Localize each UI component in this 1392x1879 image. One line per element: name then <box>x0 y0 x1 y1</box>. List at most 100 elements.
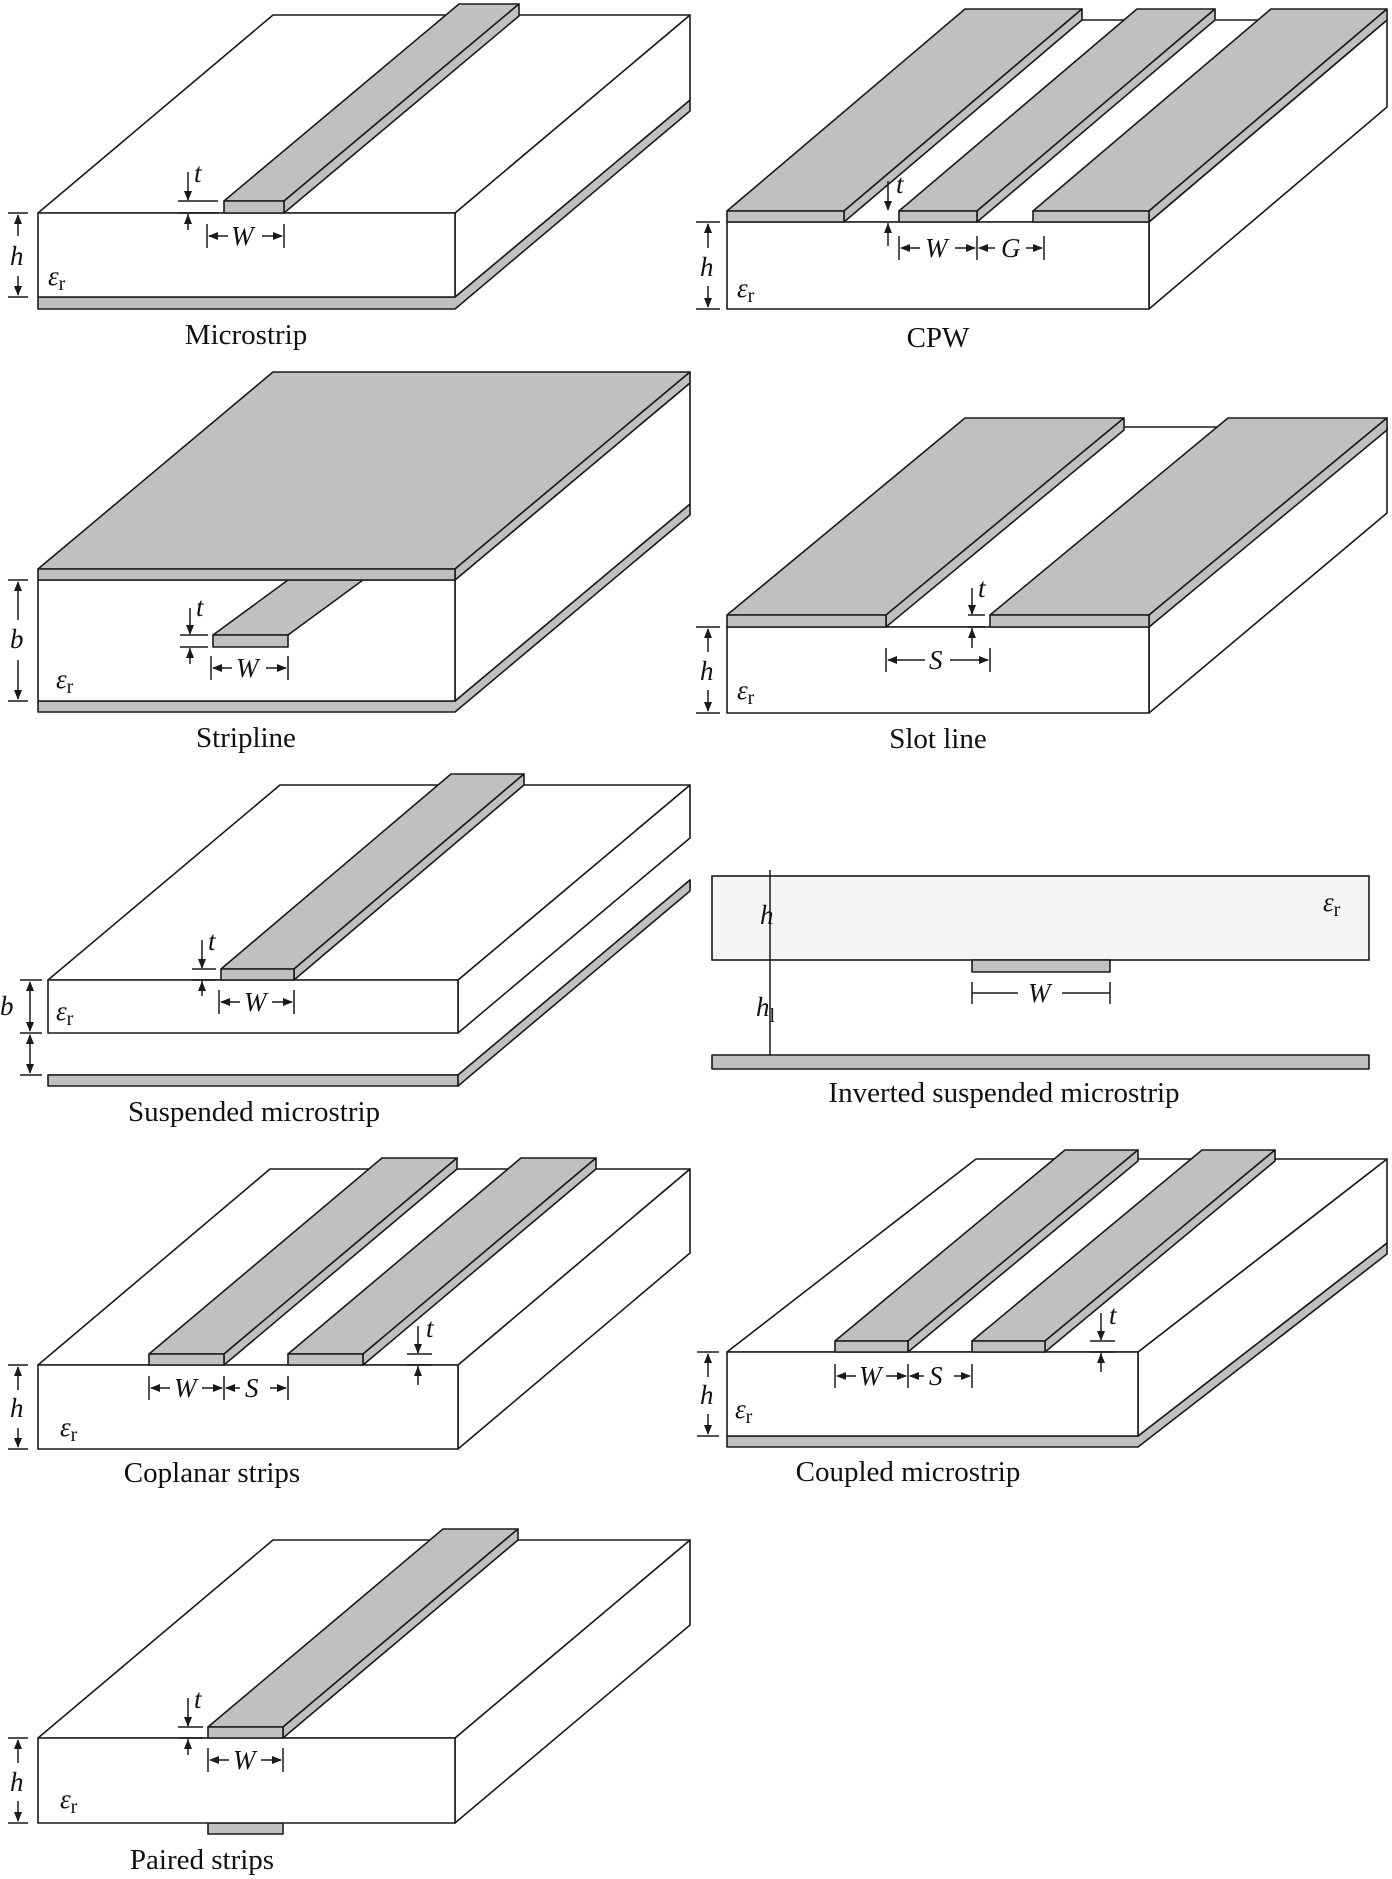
caption: Coplanar strips <box>124 1457 300 1489</box>
caption: Suspended microstrip <box>128 1096 380 1128</box>
caption: CPW <box>907 322 970 354</box>
label-epsilon: εr <box>1323 887 1341 921</box>
label-epsilon: εr <box>56 664 74 698</box>
label-w: W <box>236 653 261 683</box>
inner-strip-front <box>212 634 289 648</box>
left-ground <box>726 8 1083 223</box>
label-t: t <box>978 573 987 603</box>
strip-2 <box>287 1157 597 1366</box>
label-h: h <box>760 900 774 930</box>
label-epsilon: εr <box>56 996 74 1030</box>
label-w: W <box>174 1373 199 1403</box>
strip-2 <box>971 1149 1276 1353</box>
coupled-microstrip-panel: h t W S εr Coupled microstrip <box>697 1149 1388 1488</box>
substrate-front <box>726 1351 1139 1437</box>
label-w: W <box>925 233 950 263</box>
label-hl: hl <box>756 992 776 1027</box>
dimension-w: W <box>210 653 289 683</box>
dimension-h: h <box>8 1364 28 1450</box>
stripline-panel: b t W εr Stripline <box>8 371 691 754</box>
label-epsilon: εr <box>737 675 755 709</box>
label-t: t <box>426 1313 435 1343</box>
substrate <box>711 875 1370 961</box>
label-g: G <box>1001 233 1021 263</box>
dimension-h: h <box>697 1351 719 1437</box>
microstrip-panel: h t W εr Microstrip <box>8 3 691 351</box>
dimension-h: h <box>8 212 28 298</box>
label-t: t <box>896 169 905 199</box>
inverted-suspended-panel: h hl W εr Inverted suspended microstrip <box>711 870 1370 1109</box>
cpw-panel: h t W G εr CPW <box>696 8 1388 354</box>
label-h: h <box>700 252 714 282</box>
label-t: t <box>1109 1300 1118 1330</box>
dimension-h: h <box>696 626 720 714</box>
coplanar-strips-panel: h t W S εr Coplanar strips <box>8 1157 691 1489</box>
caption: Slot line <box>889 723 986 755</box>
label-w: W <box>231 221 256 251</box>
caption: Inverted suspended microstrip <box>828 1077 1179 1109</box>
label-b: b <box>10 624 24 654</box>
label-b: b <box>0 991 14 1021</box>
caption: Microstrip <box>185 319 307 351</box>
dimension-t: t <box>407 1313 435 1385</box>
strip-1 <box>834 1149 1139 1353</box>
label-s: S <box>929 645 943 675</box>
dimension-t: t <box>1090 1300 1118 1372</box>
label-t: t <box>196 592 205 622</box>
caption: Coupled microstrip <box>796 1456 1021 1488</box>
substrate-front <box>726 221 1150 310</box>
label-epsilon: εr <box>60 1412 78 1446</box>
right-ground <box>1032 8 1388 223</box>
dimension-s: S <box>909 1361 973 1391</box>
bottom-strip <box>207 1822 284 1835</box>
top-strip-front <box>207 1726 284 1739</box>
strip <box>971 959 1111 973</box>
dimension-w: W <box>148 1373 225 1403</box>
strip-front <box>220 968 295 981</box>
dimension-w: W <box>834 1361 909 1391</box>
dimension-g: G <box>978 233 1045 263</box>
label-h: h <box>10 241 24 271</box>
dimension-w: W <box>971 978 1111 1008</box>
center-strip <box>898 8 1216 223</box>
label-w: W <box>859 1361 884 1391</box>
ground-plane <box>711 1054 1370 1070</box>
label-epsilon: εr <box>735 1394 753 1428</box>
dimension-t: t <box>968 573 987 648</box>
strip-front <box>223 200 285 214</box>
dimension-h: h <box>8 1737 28 1824</box>
label-w: W <box>1028 978 1053 1008</box>
label-t: t <box>208 926 217 956</box>
dimension-w: W <box>206 221 285 251</box>
label-h: h <box>700 1380 714 1410</box>
dimension-h: h <box>696 221 720 310</box>
substrate-front <box>37 1737 456 1824</box>
label-h: h <box>10 1767 24 1797</box>
label-w: W <box>244 987 269 1017</box>
right-conductor <box>989 417 1388 628</box>
dimension-t: t <box>884 169 905 246</box>
top-ground-front <box>37 568 456 581</box>
paired-strips-panel: h t W εr Paired strips <box>8 1528 691 1876</box>
label-h: h <box>10 1393 24 1423</box>
ground-side <box>457 879 691 1087</box>
dimension-t: t <box>180 592 208 664</box>
label-t: t <box>194 158 203 188</box>
suspended-microstrip-panel: b t W εr Suspended microstrip <box>0 773 691 1128</box>
dimension-w: W <box>218 987 295 1017</box>
caption: Stripline <box>196 722 296 754</box>
left-conductor <box>726 417 1125 628</box>
label-h: h <box>700 656 714 686</box>
dimension-b: b <box>0 979 42 1076</box>
dimension-b: b <box>8 579 28 702</box>
slotline-panel: h t S εr Slot line <box>696 417 1388 755</box>
label-epsilon: εr <box>60 1784 78 1818</box>
substrate-front <box>726 626 1150 714</box>
dimension-s: S <box>885 645 991 675</box>
dimension-s: S <box>225 1373 289 1403</box>
ground-front <box>47 1074 459 1087</box>
strip-1 <box>148 1157 458 1366</box>
label-s: S <box>245 1373 259 1403</box>
label-epsilon: εr <box>48 261 66 295</box>
